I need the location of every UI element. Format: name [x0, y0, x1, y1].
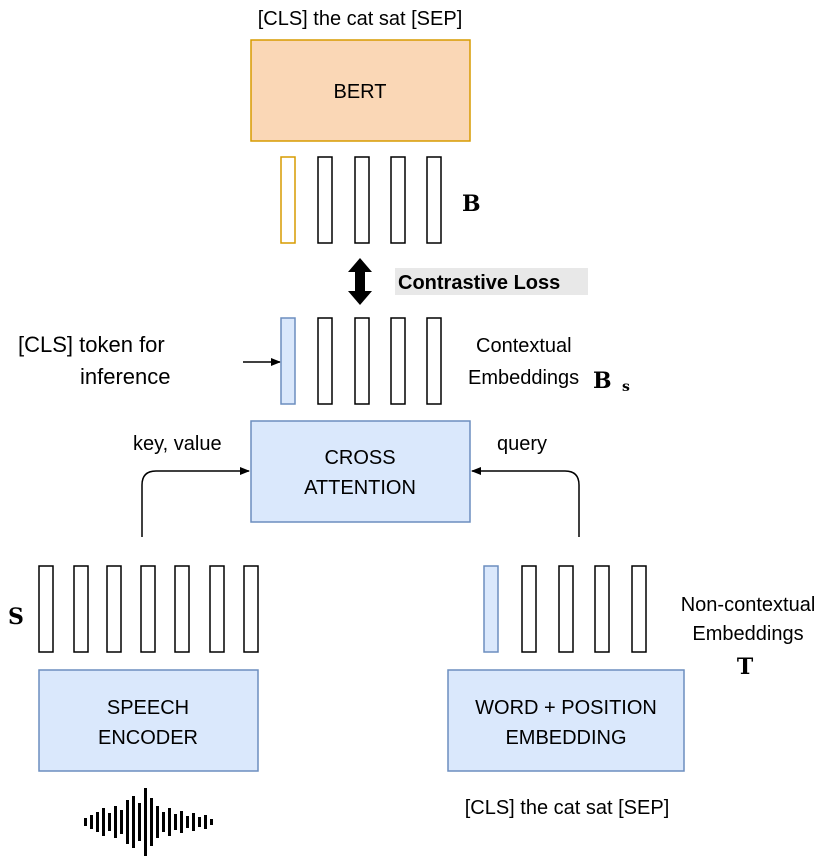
- cross-attention-line2: ATTENTION: [304, 477, 416, 499]
- contextual-symbol-subscript: s: [622, 379, 630, 395]
- bert-input-text: [CLS] the cat sat [SEP]: [258, 8, 463, 30]
- bert-label: BERT: [334, 81, 387, 103]
- bert-token-embedding: [426, 156, 442, 244]
- contextual-token-embedding: [317, 317, 333, 405]
- cross-attention-box: [250, 420, 471, 523]
- bert-token-embedding: [317, 156, 333, 244]
- non-contextual-token-embedding: [558, 565, 574, 653]
- bert-embeddings-symbol: B: [462, 191, 481, 217]
- speech-embeddings: [38, 565, 259, 653]
- non-contextual-token-embedding: [521, 565, 537, 653]
- word-embedding-line1: WORD + POSITION: [475, 697, 657, 719]
- contextual-cls-embedding: [280, 317, 296, 405]
- bert-token-embedding: [390, 156, 406, 244]
- contextual-token-embedding: [354, 317, 370, 405]
- speech-encoder-box: [38, 669, 259, 772]
- speech-embedding: [174, 565, 190, 653]
- cross-attention-line1: CROSS: [324, 447, 395, 469]
- non-contextual-label-line1: Non-contextual: [681, 594, 816, 616]
- bert-embeddings: [280, 156, 442, 244]
- speech-embeddings-symbol: S: [8, 604, 24, 630]
- contrastive-loss-label: Contrastive Loss: [398, 272, 560, 294]
- speech-embedding: [73, 565, 89, 653]
- query-label: query: [497, 433, 547, 455]
- bert-cls-embedding: [280, 156, 296, 244]
- non-contextual-label-line2: Embeddings: [692, 623, 803, 645]
- bidirectional-arrow-icon: [348, 258, 372, 305]
- cls-note-line2: inference: [80, 364, 171, 389]
- key-value-label: key, value: [133, 433, 222, 455]
- bert-box: [250, 39, 471, 142]
- speech-embedding: [106, 565, 122, 653]
- contrastive-loss-highlight: [395, 268, 588, 295]
- word-embedding-line2: EMBEDDING: [505, 727, 626, 749]
- non-contextual-cls-embedding: [483, 565, 499, 653]
- contextual-label-line2: Embeddings: [468, 367, 579, 389]
- cls-note-line1: [CLS] token for: [18, 332, 165, 357]
- non-contextual-embeddings: [483, 565, 647, 653]
- word-position-embedding-box: [447, 669, 685, 772]
- contextual-token-embedding: [390, 317, 406, 405]
- speech-embedding: [209, 565, 225, 653]
- contextual-label-line1: Contextual: [476, 335, 572, 357]
- speech-embedding: [38, 565, 54, 653]
- non-contextual-symbol: T: [737, 654, 754, 680]
- speech-embedding: [243, 565, 259, 653]
- audio-waveform-icon: [84, 788, 213, 856]
- speech-encoder-line1: SPEECH: [107, 697, 189, 719]
- non-contextual-token-embedding: [594, 565, 610, 653]
- contextual-embeddings: [280, 317, 442, 405]
- bert-token-embedding: [354, 156, 370, 244]
- query-connector: [471, 467, 580, 537]
- contextual-symbol: B: [593, 368, 612, 394]
- key-value-connector: [141, 467, 250, 537]
- speech-encoder-line2: ENCODER: [98, 727, 198, 749]
- word-embedding-input-text: [CLS] the cat sat [SEP]: [465, 797, 670, 819]
- non-contextual-token-embedding: [631, 565, 647, 653]
- contextual-token-embedding: [426, 317, 442, 405]
- speech-embedding: [140, 565, 156, 653]
